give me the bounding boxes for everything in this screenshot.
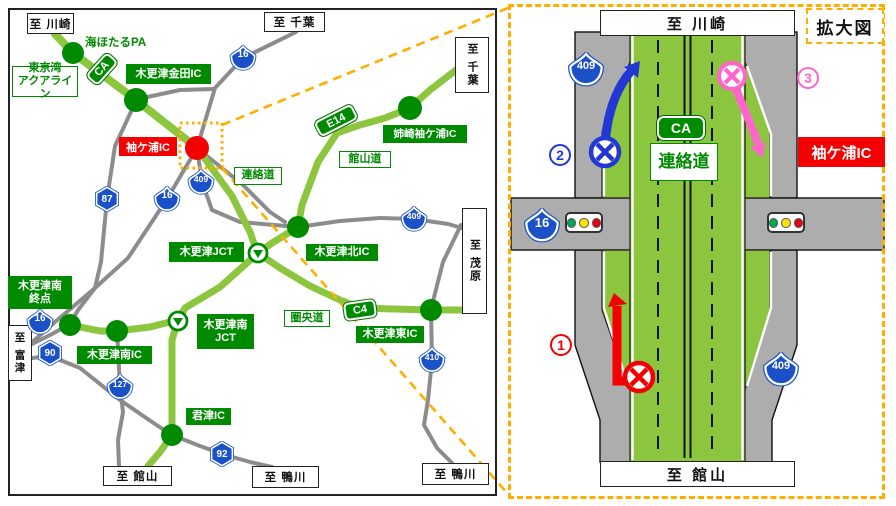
dest-kawasaki: 至 川崎 — [27, 13, 74, 34]
overview-map-frame — [8, 8, 497, 496]
traffic-light-icon-left — [565, 212, 603, 233]
kisarazu-minami-ic-label: 木更津南IC — [77, 346, 152, 364]
kimitsu-ic-label: 君津IC — [186, 408, 231, 425]
tateyama-do-label: 館山道 — [339, 151, 391, 168]
closure-icon-blue — [588, 135, 622, 169]
panel-route-16-shield: 16 — [523, 208, 561, 243]
closure-icon-red — [622, 360, 656, 394]
sodegaura-ic-label: 袖ケ浦IC — [119, 137, 177, 156]
route-16-shield-north: 16 — [229, 45, 257, 71]
kisarazu-jct-icon — [247, 242, 269, 264]
aqualine-label: 東京湾 アクアライン — [12, 62, 78, 100]
closure-marker-2: 2 — [549, 144, 571, 166]
route-92-shield: 92 — [209, 441, 235, 467]
renrakudo-label: 連絡道 — [234, 167, 282, 185]
panel-dest-kawasaki: 至 川崎 — [600, 10, 795, 36]
panel-renrakudo-label: 連絡道 — [650, 143, 718, 181]
dest-mobara: 至 茂原 — [462, 208, 487, 314]
kenodo-label: 圏央道 — [284, 310, 330, 327]
panel-ca-badge: CA — [657, 116, 705, 140]
sodegaura-ic-dot — [185, 136, 209, 160]
anesaki-sodegaura-ic-label: 姉崎袖ケ浦IC — [383, 125, 467, 143]
kisarazu-kaneda-ic-label: 木更津金田IC — [126, 64, 211, 84]
panel-title: 拡大図 — [806, 8, 884, 44]
traffic-light-icon-right — [767, 212, 805, 233]
route-90-shield: 90 — [37, 340, 63, 366]
route-410-shield: 410 — [418, 347, 446, 373]
route-16-shield-south: 16 — [26, 309, 54, 335]
route-127-shield: 127 — [106, 374, 134, 400]
panel-route-409-shield-bottom: 409 — [762, 352, 800, 387]
dest-tateyama: 至 館山 — [103, 466, 172, 486]
dest-chiba-top: 至 千葉 — [264, 12, 325, 32]
enlarged-view-frame — [508, 4, 885, 499]
route-87-shield: 87 — [94, 186, 120, 212]
kisarazu-kita-ic-label: 木更津北IC — [306, 244, 378, 261]
interchange-dots — [59, 42, 442, 446]
kisarazu-minami-terminus-label: 木更津南 終点 — [8, 276, 72, 309]
dest-kamogawa-se: 至 鴨川 — [422, 463, 489, 485]
kisarazu-minami-jct-label: 木更津南 JCT — [197, 314, 254, 349]
route-arrow-pink — [732, 87, 766, 158]
closure-marker-1: 1 — [550, 334, 572, 356]
panel-dest-tateyama: 至 館山 — [600, 461, 795, 487]
panel-route-409-shield-top: 409 — [567, 52, 605, 87]
closure-icon-pink — [716, 60, 748, 92]
route-16-shield-mid: 16 — [153, 186, 181, 212]
route-409-shield-west: 409 — [187, 169, 215, 195]
panel-sodegaura-ic-label: 袖ケ浦IC — [798, 137, 885, 167]
dest-chiba-right: 至 千葉 — [455, 37, 489, 93]
umihotaru-pa-label: 海ほたるPA — [85, 37, 147, 49]
route-409-shield-east: 409 — [400, 206, 428, 232]
dest-futtsu: 至 富津 — [8, 325, 32, 381]
dest-kamogawa-sw: 至 鴨川 — [252, 466, 319, 488]
kisarazu-higashi-ic-label: 木更津東IC — [356, 326, 424, 343]
kisarazu-minami-jct-icon — [167, 310, 189, 332]
closure-marker-3: 3 — [797, 67, 819, 89]
kisarazu-jct-label: 木更津JCT — [169, 242, 244, 262]
